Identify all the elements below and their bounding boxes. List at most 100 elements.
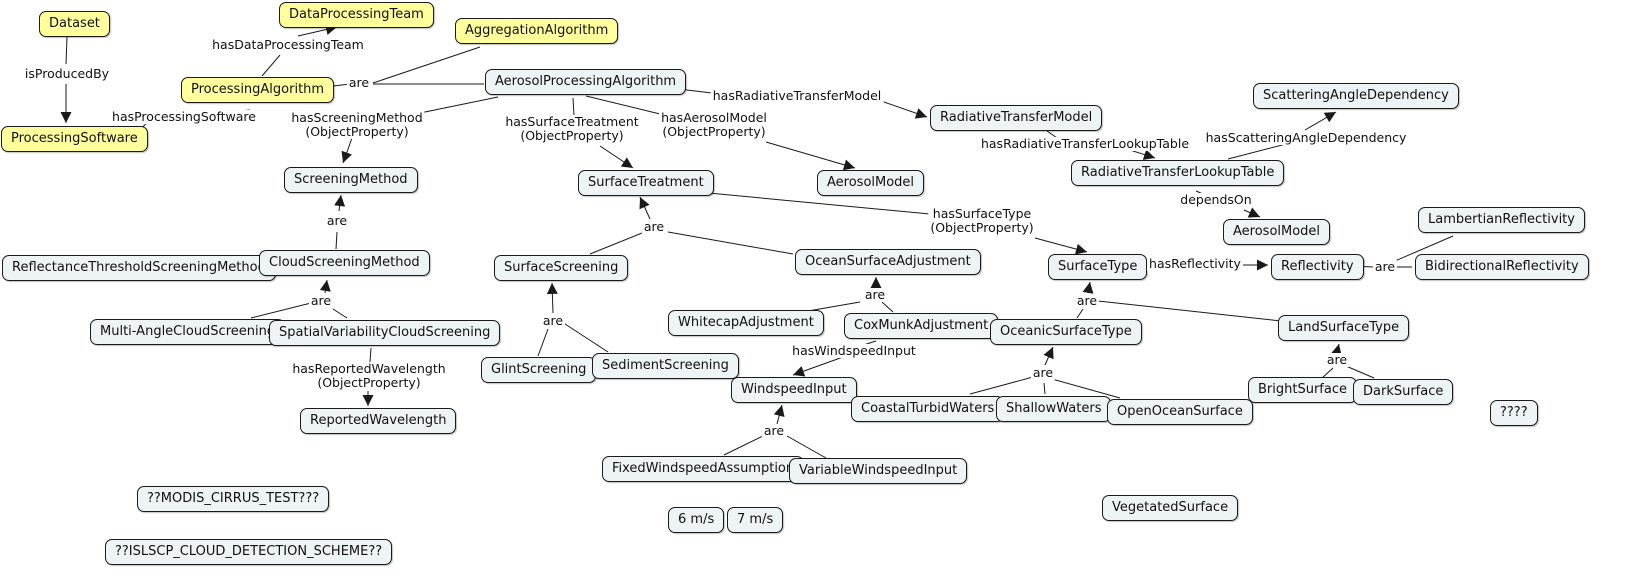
node-modis-cirrus[interactable]: ??MODIS_CIRRUS_TEST??? xyxy=(137,486,330,512)
node-processing-software[interactable]: ProcessingSoftware xyxy=(1,126,148,152)
label-has-processing-software: hasProcessingSoftware xyxy=(110,109,258,124)
label-is-produced-by: isProducedBy xyxy=(22,66,112,81)
label-has-surface-treatment: hasSurfaceTreatment (ObjectProperty) xyxy=(503,114,641,143)
node-reflectance-threshold[interactable]: ReflectanceThresholdScreeningMethod xyxy=(2,255,276,281)
connector-line xyxy=(1043,382,1046,395)
node-lambertian-reflectivity[interactable]: LambertianReflectivity xyxy=(1418,207,1585,233)
connector-line xyxy=(589,232,643,255)
node-cloud-screening-method[interactable]: CloudScreeningMethod xyxy=(259,250,430,276)
label-are-reflectivity: are xyxy=(1372,259,1398,274)
node-spatial-variability-cloud[interactable]: SpatialVariabilityCloudScreening xyxy=(269,320,501,346)
node-reflectivity[interactable]: Reflectivity xyxy=(1271,254,1364,280)
label-has-windspeed-input: hasWindspeedInput xyxy=(790,343,918,358)
arrowhead xyxy=(546,283,558,295)
label-has-reported-wavelength: hasReportedWavelength (ObjectProperty) xyxy=(290,361,448,390)
node-radiative-transfer-model[interactable]: RadiativeTransferModel xyxy=(930,105,1103,131)
label-are-ocean-adjustment: are xyxy=(862,287,888,302)
arrowhead xyxy=(60,112,72,123)
arrowhead xyxy=(1142,149,1155,160)
label-are-oceanic: are xyxy=(1030,365,1056,380)
node-dark-surface[interactable]: DarkSurface xyxy=(1353,379,1454,405)
node-unknown[interactable]: ???? xyxy=(1490,400,1538,426)
arrowhead xyxy=(639,197,650,210)
node-data-processing-team[interactable]: DataProcessingTeam xyxy=(279,2,434,28)
label-has-scattering-angle-dependency: hasScatteringAngleDependency xyxy=(1203,130,1409,145)
node-scattering-angle-dependency[interactable]: ScatteringAngleDependency xyxy=(1253,83,1459,109)
connector-line xyxy=(786,435,827,459)
node-glint-screening[interactable]: GlintScreening xyxy=(481,357,597,383)
connector-line xyxy=(335,231,338,250)
connector-line xyxy=(1394,235,1454,262)
connector-line xyxy=(697,191,931,215)
node-rt-lookup-table[interactable]: RadiativeTransferLookupTable xyxy=(1071,160,1285,186)
node-land-surface-type[interactable]: LandSurfaceType xyxy=(1278,315,1410,341)
node-oceanic-surface-type[interactable]: OceanicSurfaceType xyxy=(990,319,1142,345)
connector-line xyxy=(585,95,661,115)
node-multi-angle-cloud[interactable]: Multi-AngleCloudScreening xyxy=(90,319,286,345)
label-are-screening: are xyxy=(324,213,350,228)
connector-line xyxy=(969,376,1034,395)
node-vegetated-surface[interactable]: VegetatedSurface xyxy=(1102,495,1239,521)
node-bright-surface[interactable]: BrightSurface xyxy=(1248,377,1357,403)
arrowhead xyxy=(1082,282,1094,294)
node-surface-screening[interactable]: SurfaceScreening xyxy=(494,255,629,281)
connector-line xyxy=(1321,367,1334,379)
connector-line xyxy=(369,347,372,363)
connector-line xyxy=(1051,378,1121,399)
node-aerosol-processing-algorithm[interactable]: AerosolProcessingAlgorithm xyxy=(485,69,687,95)
arrowhead xyxy=(842,159,855,171)
connector-line xyxy=(537,328,549,357)
node-dataset[interactable]: Dataset xyxy=(39,11,110,37)
node-ocean-surface-adjustment[interactable]: OceanSurfaceAdjustment xyxy=(795,249,981,275)
label-are-surface-screening: are xyxy=(540,313,566,328)
node-open-ocean-surface[interactable]: OpenOceanSurface xyxy=(1107,399,1253,425)
connector-line xyxy=(1076,308,1084,319)
connector-line xyxy=(765,141,856,169)
connector-line xyxy=(261,54,281,77)
label-has-reflectivity: hasReflectivity xyxy=(1147,256,1243,271)
connector-line xyxy=(572,97,575,116)
connector-line xyxy=(1097,300,1282,322)
arrowhead xyxy=(1074,243,1087,255)
connector-line xyxy=(1227,143,1287,160)
label-has-radiative-transfer-model: hasRadiativeTransferModel xyxy=(710,88,884,103)
node-screening-method[interactable]: ScreeningMethod xyxy=(284,167,418,193)
node-variable-windspeed[interactable]: VariableWindspeedInput xyxy=(789,458,968,484)
connector-line xyxy=(723,435,764,456)
arrowhead xyxy=(1257,259,1268,271)
node-surface-type[interactable]: SurfaceType xyxy=(1048,254,1148,280)
connector-line xyxy=(807,301,861,312)
arrowhead xyxy=(1043,347,1054,360)
node-coastal-turbid-waters[interactable]: CoastalTurbidWaters xyxy=(851,396,1005,422)
node-aerosol-model-1[interactable]: AerosolModel xyxy=(817,170,925,196)
connector-line xyxy=(561,321,609,353)
label-has-rt-lookup-table: hasRadiativeTransferLookupTable xyxy=(978,136,1192,151)
node-coxmunk-adjustment[interactable]: CoxMunkAdjustment xyxy=(844,313,999,339)
node-surface-treatment[interactable]: SurfaceTreatment xyxy=(578,170,714,196)
node-aggregation-algorithm[interactable]: AggregationAlgorithm xyxy=(455,18,619,44)
node-sediment-screening[interactable]: SedimentScreening xyxy=(592,353,739,379)
node-aerosol-model-2[interactable]: AerosolModel xyxy=(1223,219,1331,245)
node-whitecap-adjustment[interactable]: WhitecapAdjustment xyxy=(668,310,824,336)
label-has-aerosol-model: hasAerosolModel (ObjectProperty) xyxy=(659,110,769,139)
arrowhead xyxy=(362,395,374,406)
node-reported-wavelength[interactable]: ReportedWavelength xyxy=(300,408,457,434)
node-fixed-windspeed[interactable]: FixedWindspeedAssumption xyxy=(602,456,805,482)
node-shallow-waters[interactable]: ShallowWaters xyxy=(996,396,1112,422)
label-has-screening-method: hasScreeningMethod (ObjectProperty) xyxy=(289,110,425,139)
node-processing-algorithm[interactable]: ProcessingAlgorithm xyxy=(181,77,335,103)
node-seven-ms[interactable]: 7 m/s xyxy=(727,507,784,533)
node-windspeed-input[interactable]: WindspeedInput xyxy=(731,377,857,403)
node-six-ms[interactable]: 6 m/s xyxy=(668,507,725,533)
arrowhead xyxy=(319,280,331,292)
arrowhead xyxy=(773,405,785,418)
node-islscp[interactable]: ??ISLSCP_CLOUD_DETECTION_SCHEME?? xyxy=(105,539,393,565)
connector-line xyxy=(65,36,68,65)
connector-line xyxy=(250,302,312,319)
arrowhead xyxy=(914,108,927,119)
node-bidirectional-reflectivity[interactable]: BidirectionalReflectivity xyxy=(1415,254,1589,280)
arrowhead xyxy=(870,277,882,288)
label-are-surface-treatment: are xyxy=(641,219,667,234)
connector-line xyxy=(332,308,348,319)
